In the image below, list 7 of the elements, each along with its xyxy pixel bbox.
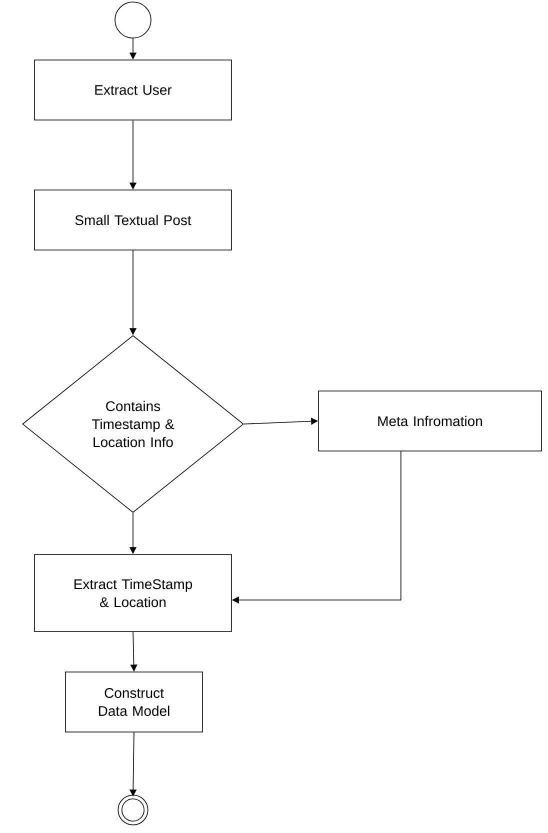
process-box: Extract User [34, 60, 232, 120]
process-box: Small Textual Post [34, 190, 232, 250]
start-node [114, 2, 152, 38]
process-box: Extract TimeStamp & Location [34, 554, 232, 632]
end-node [118, 794, 148, 826]
process-box: Construct Data Model [65, 672, 203, 732]
process-box: Meta Infromation [318, 390, 542, 452]
